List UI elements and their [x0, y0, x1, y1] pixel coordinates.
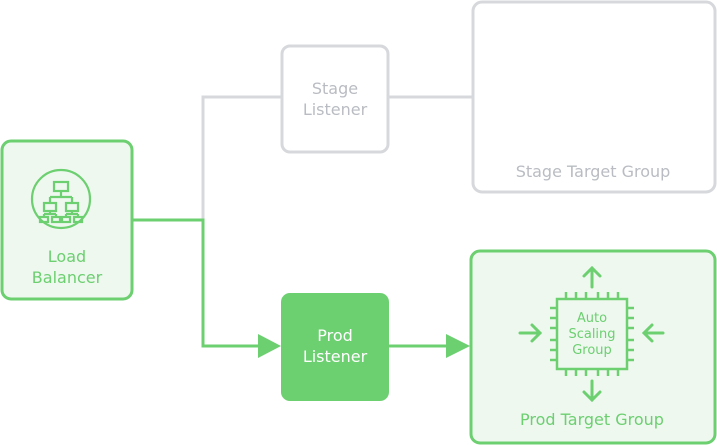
arrow-in-right-icon	[641, 323, 665, 343]
scaling-arrows	[518, 265, 665, 403]
prod-listener-node[interactable]: Prod Listener	[281, 293, 389, 401]
load-balancer-label-line1: Load	[48, 247, 86, 266]
prod-target-group-node[interactable]: Auto Scaling Group Prod Target Group	[469, 249, 717, 445]
load-balancer-node[interactable]: Load Balancer	[0, 139, 134, 301]
auto-scaling-label-line1: Auto	[577, 311, 607, 326]
prod-connectors	[133, 218, 470, 358]
arrowhead-to-prod-target-group	[446, 334, 470, 358]
stage-connectors	[201, 95, 473, 220]
prod-target-group-label: Prod Target Group	[520, 410, 664, 429]
prod-listener-label-line2: Listener	[303, 347, 368, 366]
stage-target-group-node[interactable]: Stage Target Group	[471, 0, 717, 194]
auto-scaling-label-line3: Group	[572, 343, 612, 358]
lb-to-prod-listener-line	[133, 218, 258, 348]
arrow-up-icon	[582, 265, 602, 289]
auto-scaling-label-line2: Scaling	[568, 327, 615, 342]
arrow-down-icon	[582, 379, 602, 403]
prod-listener-label-line1: Prod	[317, 326, 353, 345]
stage-target-group-label: Stage Target Group	[516, 162, 671, 181]
load-balancer-label-line2: Balancer	[32, 268, 103, 287]
stage-listener-label-line2: Listener	[303, 100, 368, 119]
stage-listener-label-line1: Stage	[312, 79, 358, 98]
network-hierarchy-icon	[30, 168, 92, 230]
auto-scaling-chip-icon	[550, 292, 634, 376]
arrow-in-left-icon	[518, 323, 543, 343]
stage-listener-node[interactable]: Stage Listener	[280, 44, 390, 154]
arrowhead-to-prod-listener	[258, 334, 281, 358]
lb-to-stage-listener-line	[201, 95, 282, 220]
